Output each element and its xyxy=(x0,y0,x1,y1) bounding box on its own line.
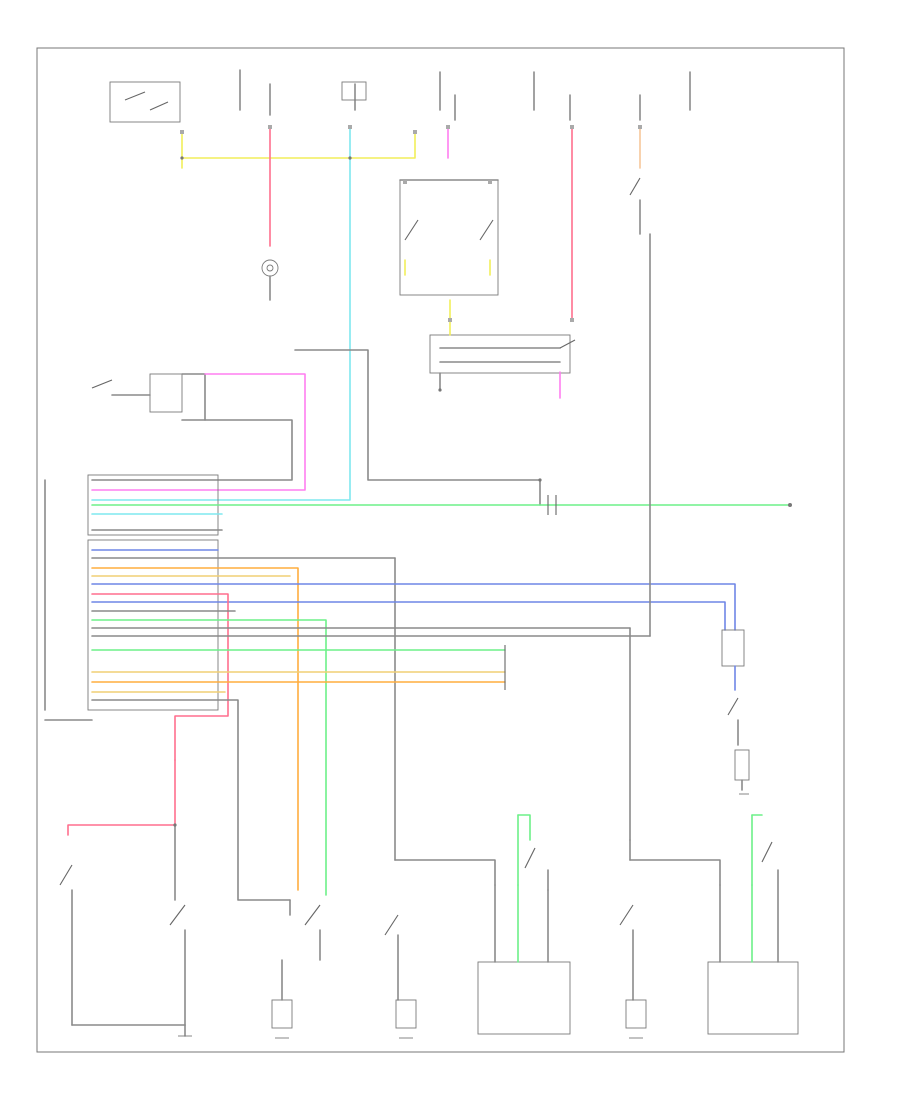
top-power-section xyxy=(109,69,691,123)
fuse-block xyxy=(341,81,367,101)
ignition-switch xyxy=(109,81,181,123)
switch-icon xyxy=(404,219,419,241)
inline-connector xyxy=(547,495,557,515)
control-module-connector xyxy=(44,474,219,721)
lower-right-switch-b xyxy=(619,814,799,1035)
lower-center-switches xyxy=(271,899,417,1029)
top-right-switch xyxy=(629,177,641,235)
lower-right-switch-a xyxy=(394,814,571,1035)
connector-pins xyxy=(180,125,642,322)
wire-red-left xyxy=(91,593,229,761)
switch-block-center xyxy=(399,179,499,296)
ignition-switch-contact xyxy=(124,91,146,101)
buzzer-icon xyxy=(261,259,279,277)
diagram-frame xyxy=(36,47,845,1053)
buzzer xyxy=(261,259,279,301)
key-switch-left xyxy=(91,373,206,421)
wire-green-vertical xyxy=(91,619,327,896)
ground-left xyxy=(178,1024,192,1037)
wire-cyan-main xyxy=(91,127,351,501)
wire-blue-2 xyxy=(91,601,726,631)
wire-orange xyxy=(91,567,299,891)
splice-icon xyxy=(180,156,184,160)
right-switch-chain xyxy=(721,629,750,791)
wire-blue-1 xyxy=(91,583,736,631)
relay-coil-icon xyxy=(429,334,571,374)
bottom-grounds xyxy=(275,793,749,1039)
wire-pink-key xyxy=(91,373,306,491)
lower-left-switch xyxy=(59,824,186,1026)
splice-points xyxy=(173,156,542,827)
relay-box xyxy=(429,299,576,399)
wire-yellow-bus xyxy=(181,131,416,159)
